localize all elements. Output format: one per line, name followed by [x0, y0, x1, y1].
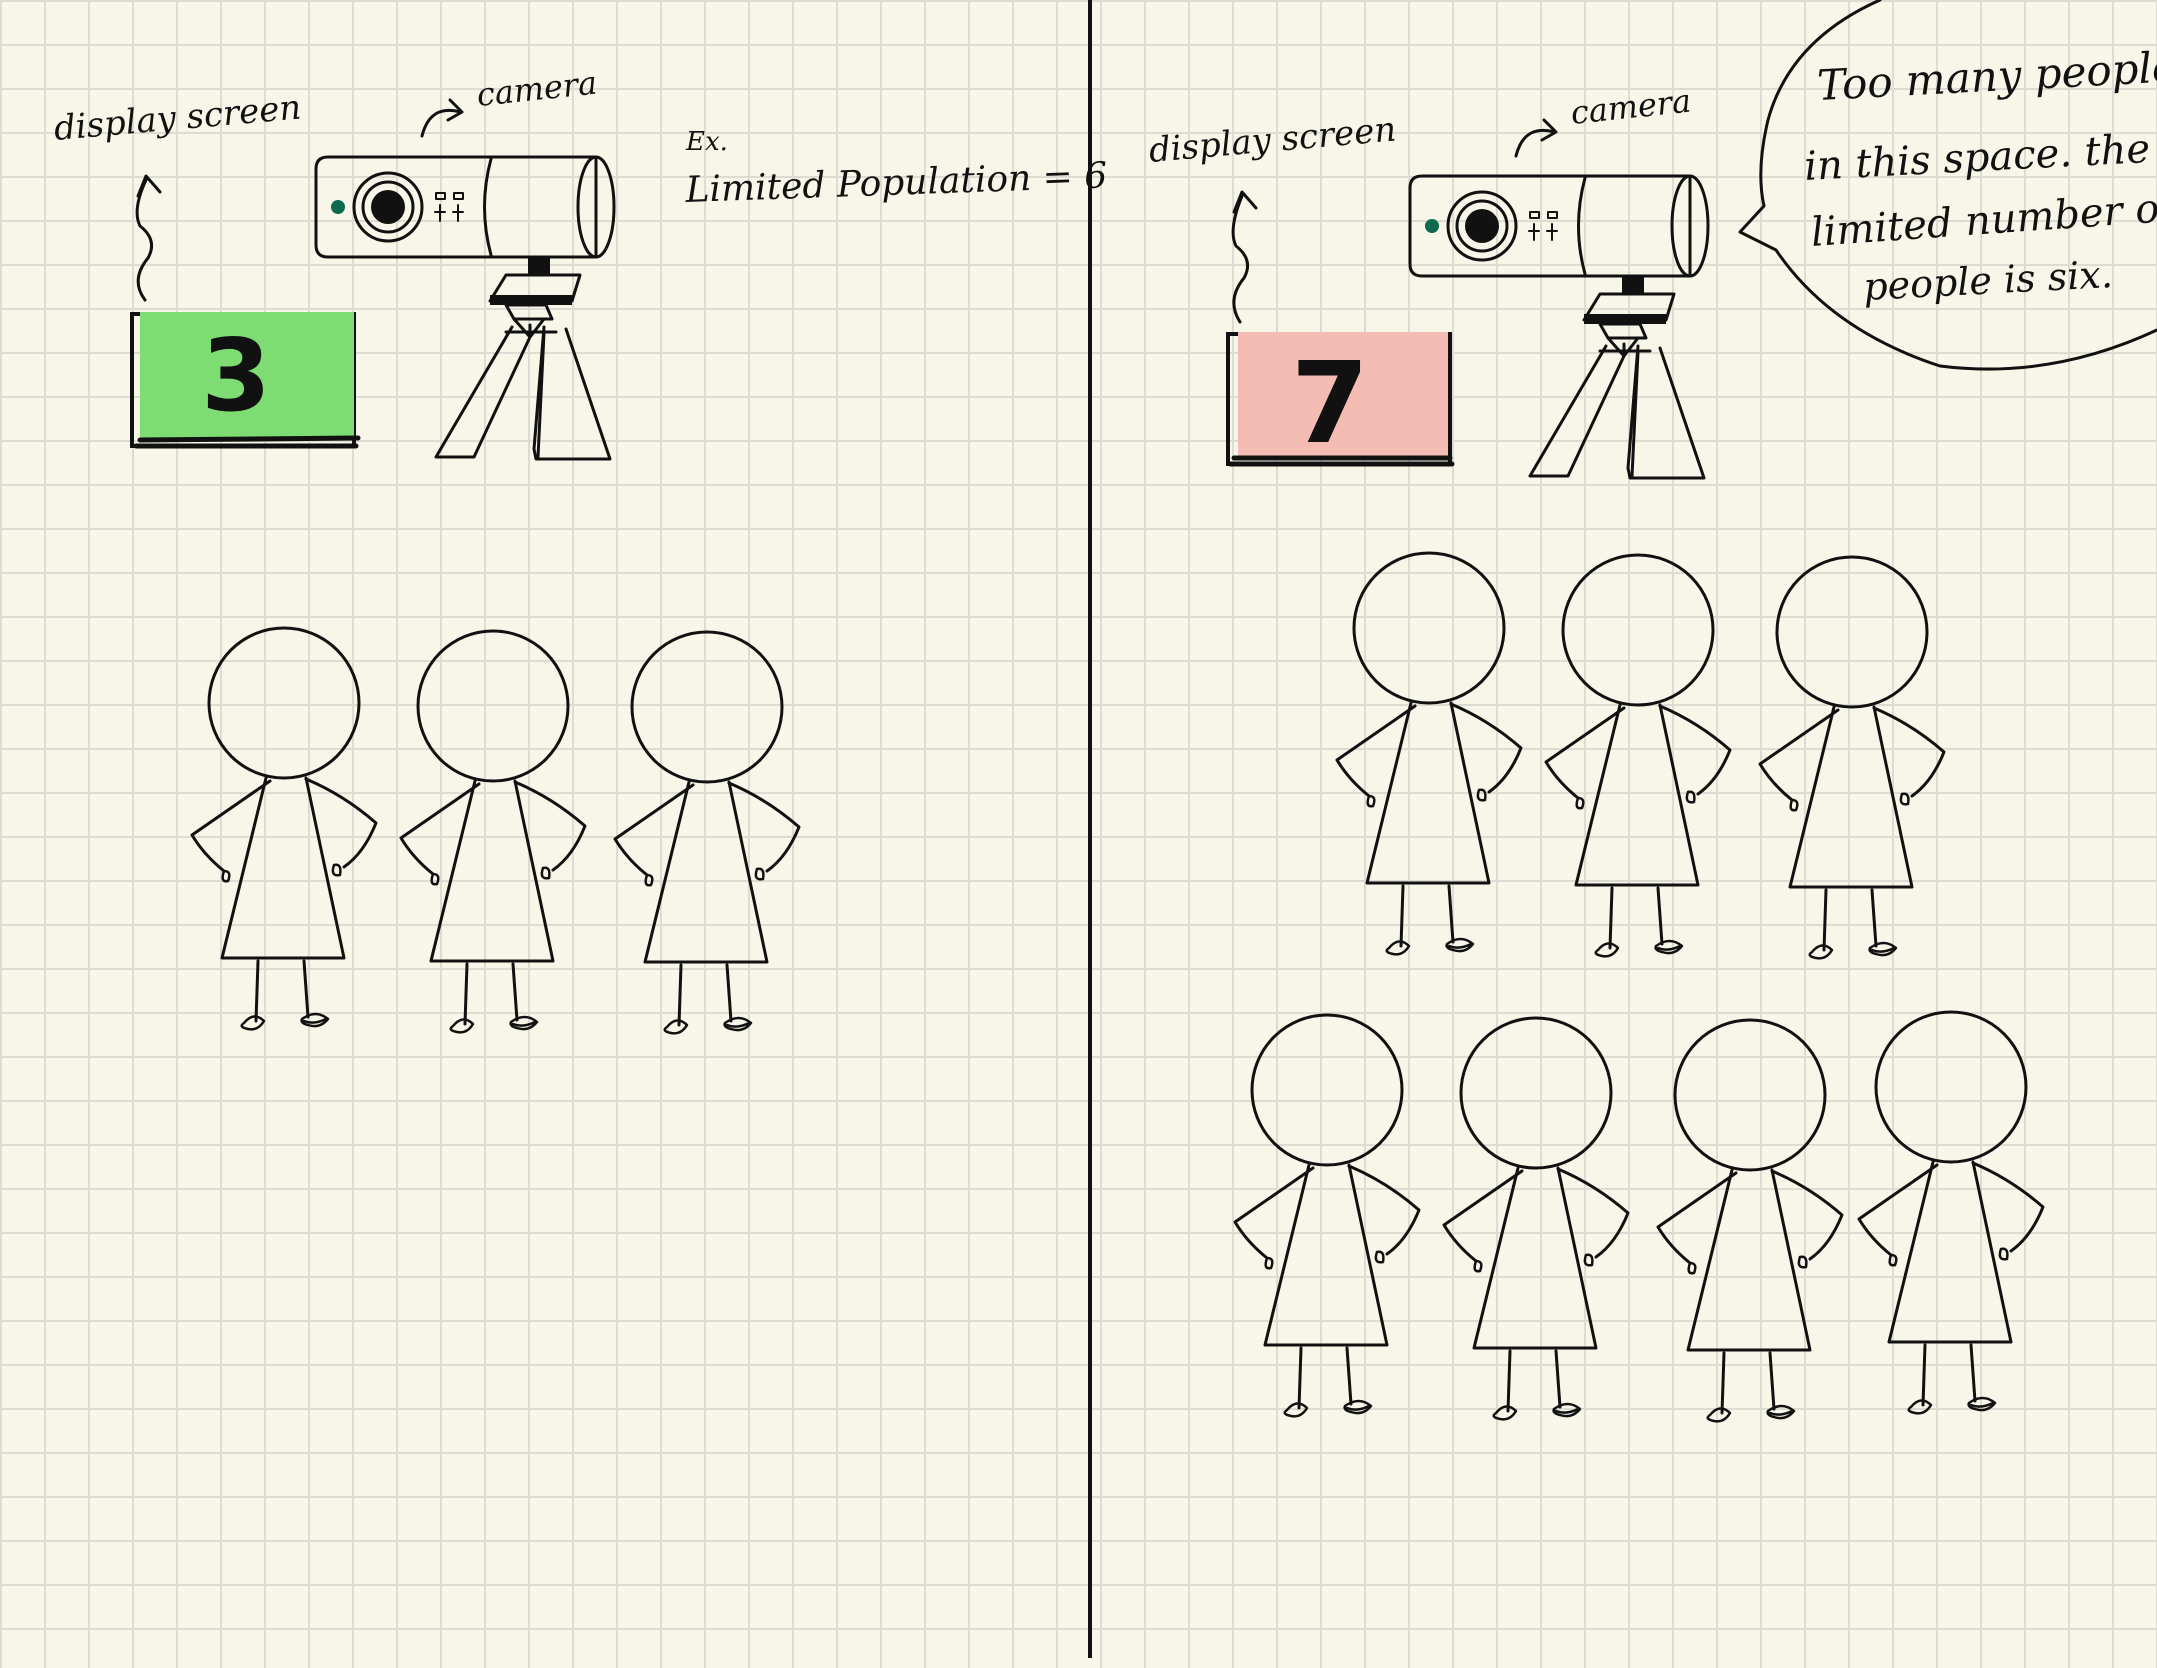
display-screen-label: display screen	[1147, 110, 1397, 171]
display-screen: 7	[1226, 332, 1455, 469]
right-panel: display screen camera 7 Too many people …	[1147, 0, 2157, 1423]
person-figure	[1442, 1016, 1630, 1421]
screen-arrow	[1231, 190, 1258, 324]
camera-on-tripod	[314, 155, 616, 461]
person-figure	[1656, 1018, 1844, 1423]
display-screen: 3	[130, 312, 361, 449]
person-figure	[1758, 555, 1946, 960]
person-figure	[190, 626, 378, 1031]
camera-on-tripod	[1408, 174, 1710, 480]
left-panel: display screen camera Ex. Limited Popula…	[52, 64, 1108, 1035]
camera-label: camera	[1569, 82, 1693, 132]
screen-arrow	[135, 174, 162, 302]
display-screen-label: display screen	[52, 88, 302, 149]
person-figure	[1335, 551, 1523, 956]
speech-bubble: Too many people in this space. the limit…	[1738, 0, 2157, 371]
speech-line: limited number of	[1809, 184, 2157, 256]
camera-label: camera	[475, 64, 599, 114]
person-figure	[1544, 553, 1732, 958]
person-figure	[1233, 1013, 1421, 1418]
population-limit-text: Limited Population = 6	[684, 155, 1108, 211]
speech-line: in this space. the	[1803, 126, 2151, 190]
display-screen-fill	[1238, 332, 1448, 456]
example-label: Ex.	[685, 127, 728, 157]
speech-line: Too many people	[1816, 42, 2157, 110]
camera-arrow	[420, 98, 464, 138]
speech-line: people is six.	[1862, 252, 2114, 309]
people-count-display: 7	[1291, 339, 1369, 469]
display-screen-fill	[140, 312, 354, 438]
person-figure	[1857, 1010, 2045, 1415]
people-count-display: 3	[201, 317, 271, 434]
camera-arrow	[1514, 118, 1558, 158]
person-figure	[613, 630, 801, 1035]
person-figure	[399, 629, 587, 1034]
